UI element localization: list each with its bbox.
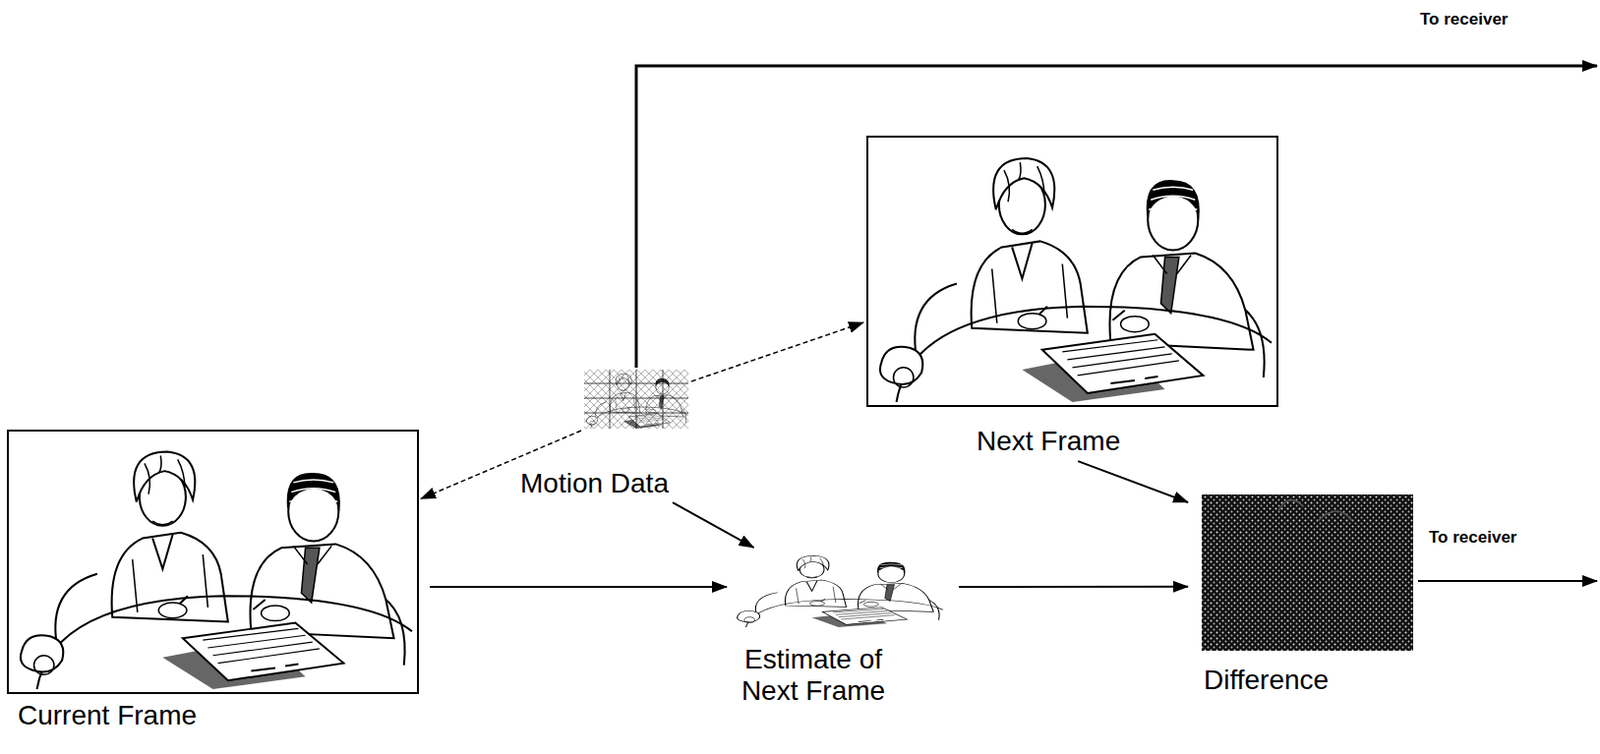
estimate-image: Estimate of Next Frame (717, 550, 945, 708)
frame-caption: Estimate of Next Frame (717, 644, 909, 708)
video-frame: Next Frame (867, 136, 1278, 458)
video-frame: Current Frame (7, 430, 418, 732)
picture-area (7, 430, 418, 694)
motion-arrow (691, 322, 864, 382)
picture-area (1201, 494, 1414, 652)
frame-caption: Current Frame (15, 700, 199, 732)
output-label: To receiver (1426, 528, 1519, 548)
flow-arrow (958, 586, 1188, 589)
frame-caption: Next Frame (974, 425, 1123, 458)
picture-area (732, 550, 945, 628)
frame-caption: Motion Data (518, 468, 671, 500)
frame-caption: Difference (1201, 664, 1331, 697)
difference-image: Difference (1201, 494, 1414, 697)
flow-arrow (672, 502, 755, 548)
picture-area (584, 369, 689, 429)
motion-data-icon: Motion Data (518, 369, 689, 500)
flow-arrow (429, 586, 727, 589)
picture-area (867, 136, 1278, 407)
flow-arrow (1077, 461, 1188, 503)
output-label: To receiver (1418, 9, 1510, 30)
